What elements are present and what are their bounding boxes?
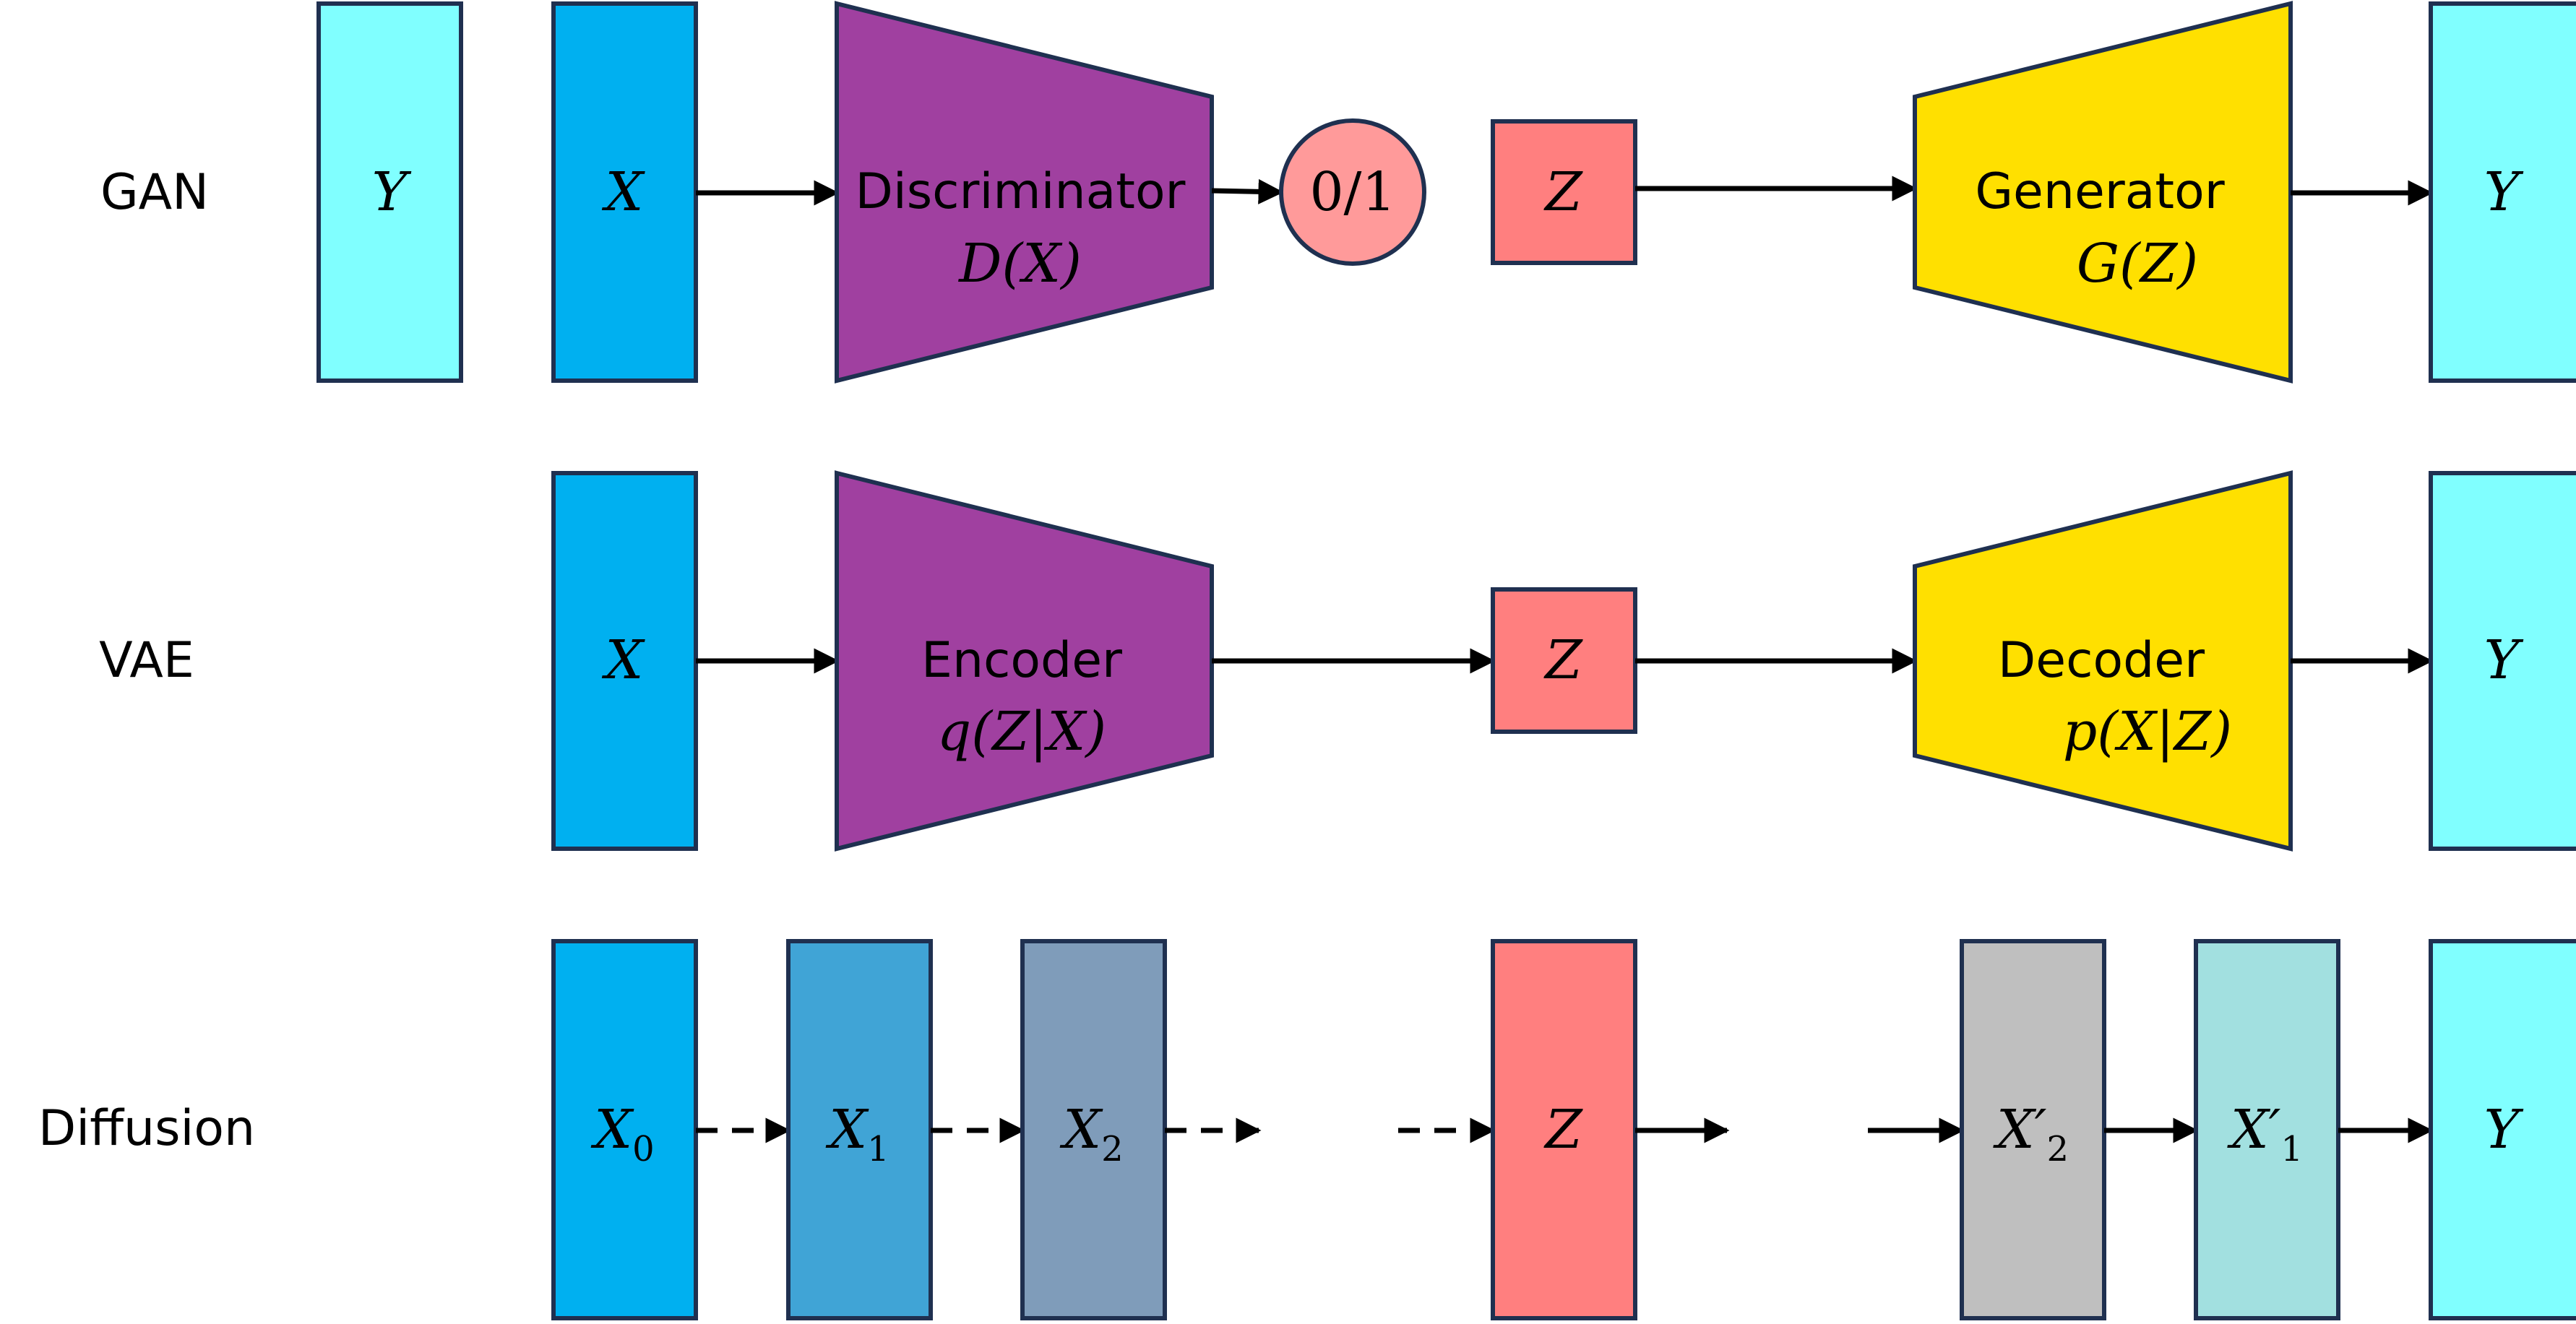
decoder-name: Decoder [1998, 632, 2205, 689]
discriminator-block [835, 1, 1214, 384]
diffusion-x1-label: X1 [825, 1099, 889, 1169]
gan-z-label: Z [1543, 161, 1583, 223]
vae-z-label: Z [1543, 629, 1583, 691]
diffusion-y-output-label: Y [2484, 1099, 2524, 1161]
diffusion-x0-label: X0 [590, 1099, 654, 1169]
gan-x-input-box [551, 1, 698, 383]
generator-name: Generator [1975, 163, 2224, 220]
diffusion-x2-prime-box [1960, 939, 2106, 1320]
row-label-gan: GAN [100, 164, 209, 221]
gan-y-real-box [316, 1, 463, 383]
encoder-formula: q(Z|X) [937, 701, 1106, 763]
gan-y-output-label: Y [2484, 161, 2524, 223]
gan-y-real-label: Y [372, 161, 412, 223]
discriminator-name: Discriminator [855, 163, 1185, 220]
encoder-block [835, 470, 1214, 852]
gan-z-box [1491, 119, 1637, 265]
diffusion-x2-box [1020, 939, 1167, 1320]
decoder-formula: p(X|Z) [2063, 701, 2232, 763]
diffusion-z-label: Z [1543, 1099, 1583, 1161]
row-label-diffusion: Diffusion [38, 1100, 255, 1157]
decoder-block [1913, 470, 2293, 852]
diffusion-z-box [1491, 939, 1637, 1320]
encoder-name: Encoder [921, 632, 1122, 689]
diffusion-x2-label: X2 [1059, 1099, 1123, 1169]
generator-formula: G(Z) [2077, 233, 2198, 295]
diffusion-x1-box [786, 939, 933, 1320]
discriminator-output-label: 0/1 [1309, 161, 1395, 223]
diffusion-x1-prime-label: X′1 [2227, 1099, 2303, 1169]
diffusion-x2-prime-label: X′2 [1993, 1099, 2069, 1169]
gan-y-output-box [2429, 1, 2576, 383]
vae-x-input-label: X [602, 629, 646, 691]
gan-x-input-label: X [602, 161, 646, 223]
discriminator-output-circle [1279, 118, 1426, 266]
vae-x-input-box [551, 471, 698, 851]
generator-block [1913, 1, 2293, 384]
discriminator-formula: D(X) [957, 233, 1082, 295]
vae-y-output-label: Y [2484, 629, 2524, 691]
arrow-discriminator-to-output [1211, 178, 1284, 204]
vae-y-output-box [2429, 471, 2576, 851]
diffusion-y-output-box [2429, 939, 2576, 1320]
diffusion-x0-box [551, 939, 698, 1320]
row-label-vae: VAE [99, 632, 194, 689]
diffusion-x1-prime-box [2194, 939, 2340, 1320]
